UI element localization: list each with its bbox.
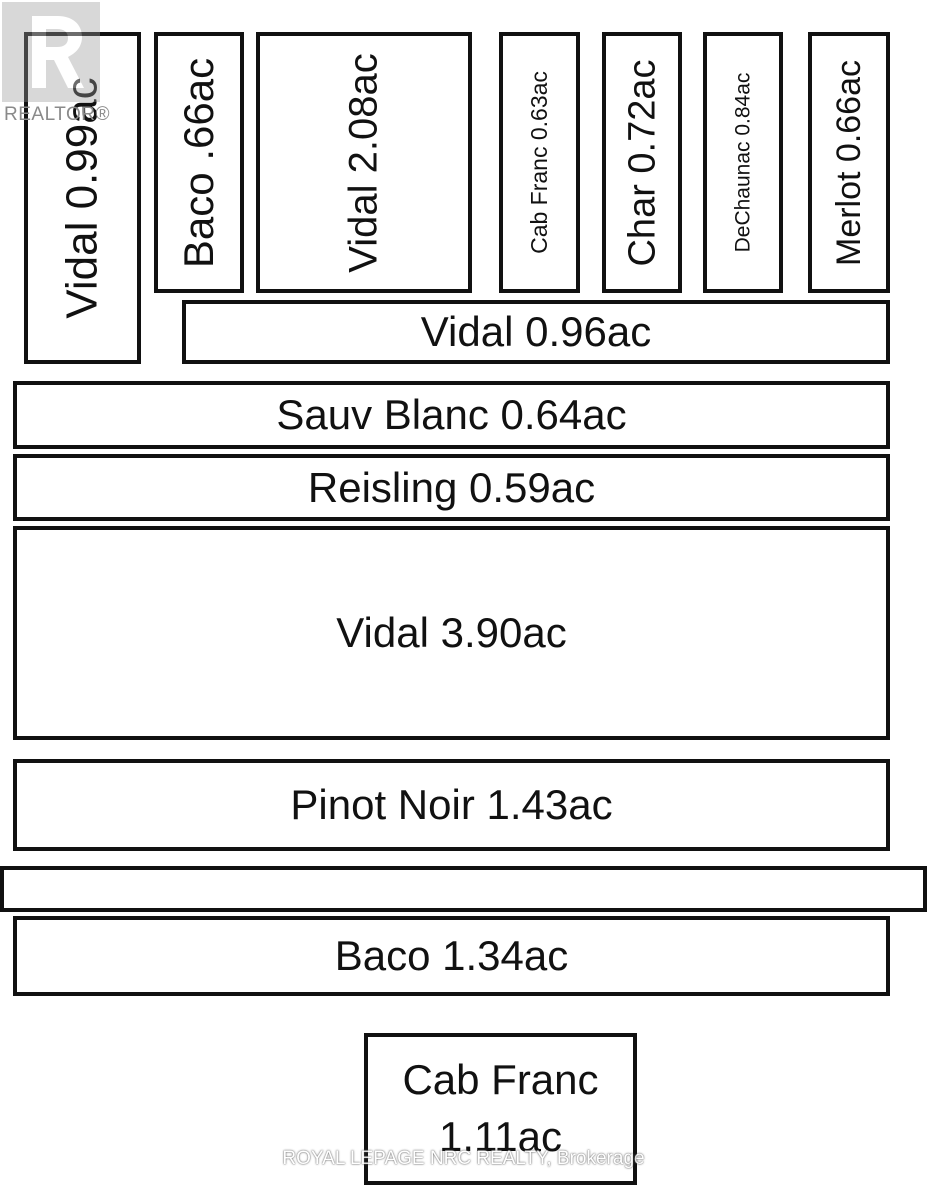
block-vidal-0-99ac: Vidal 0.99ac xyxy=(24,32,141,364)
block-baco-1-34ac: Baco 1.34ac xyxy=(13,916,890,996)
block-label: Cab Franc 1.11ac xyxy=(368,1052,633,1165)
brokerage-watermark: ROYAL LEPAGE NRC REALTY, Brokerage xyxy=(282,1148,645,1169)
block-label: Vidal 0.96ac xyxy=(420,308,652,355)
block-label: Char 0.72ac xyxy=(621,58,664,267)
realtor-logo-icon xyxy=(2,2,100,102)
block-dechaunac-0-84ac: DeChaunac 0.84ac xyxy=(703,32,783,293)
block-char-0-72ac: Char 0.72ac xyxy=(602,32,682,293)
block-vidal-0-96ac: Vidal 0.96ac xyxy=(182,300,890,364)
block-label-line-1: Cab Franc xyxy=(402,1056,599,1104)
block-cab-franc-1-11ac: Cab Franc 1.11ac xyxy=(364,1033,637,1185)
block-label-line-2: 1.11ac xyxy=(439,1113,562,1160)
block-label: DeChaunac 0.84ac xyxy=(731,72,755,253)
block-label: Vidal 3.90ac xyxy=(336,609,567,656)
block-vidal-3-90ac: Vidal 3.90ac xyxy=(13,526,890,740)
block-label: Baco .66ac xyxy=(175,57,222,268)
block-cab-franc-0-63ac: Cab Franc 0.63ac xyxy=(499,32,580,293)
block-label: Baco 1.34ac xyxy=(334,932,569,979)
block-label: Merlot 0.66ac xyxy=(830,59,868,266)
block-pinot-noir-1-43ac: Pinot Noir 1.43ac xyxy=(13,759,890,851)
block-label: Sauv Blanc 0.64ac xyxy=(276,391,627,438)
block-label: Vidal 2.08ac xyxy=(342,52,386,273)
block-reisling-0-59ac: Reisling 0.59ac xyxy=(13,454,890,521)
block-label: Cab Franc 0.63ac xyxy=(526,71,553,254)
block-label: Reisling 0.59ac xyxy=(307,463,596,511)
block-vidal-2-08ac: Vidal 2.08ac xyxy=(256,32,472,293)
block-baco-66ac: Baco .66ac xyxy=(154,32,244,293)
block-label: Pinot Noir 1.43ac xyxy=(290,781,613,828)
block-unlabeled-strip xyxy=(0,866,927,912)
block-merlot-0-66ac: Merlot 0.66ac xyxy=(808,32,890,293)
block-sauv-blanc-0-64ac: Sauv Blanc 0.64ac xyxy=(13,381,890,449)
realtor-wordmark: REALTOR® xyxy=(4,104,110,125)
